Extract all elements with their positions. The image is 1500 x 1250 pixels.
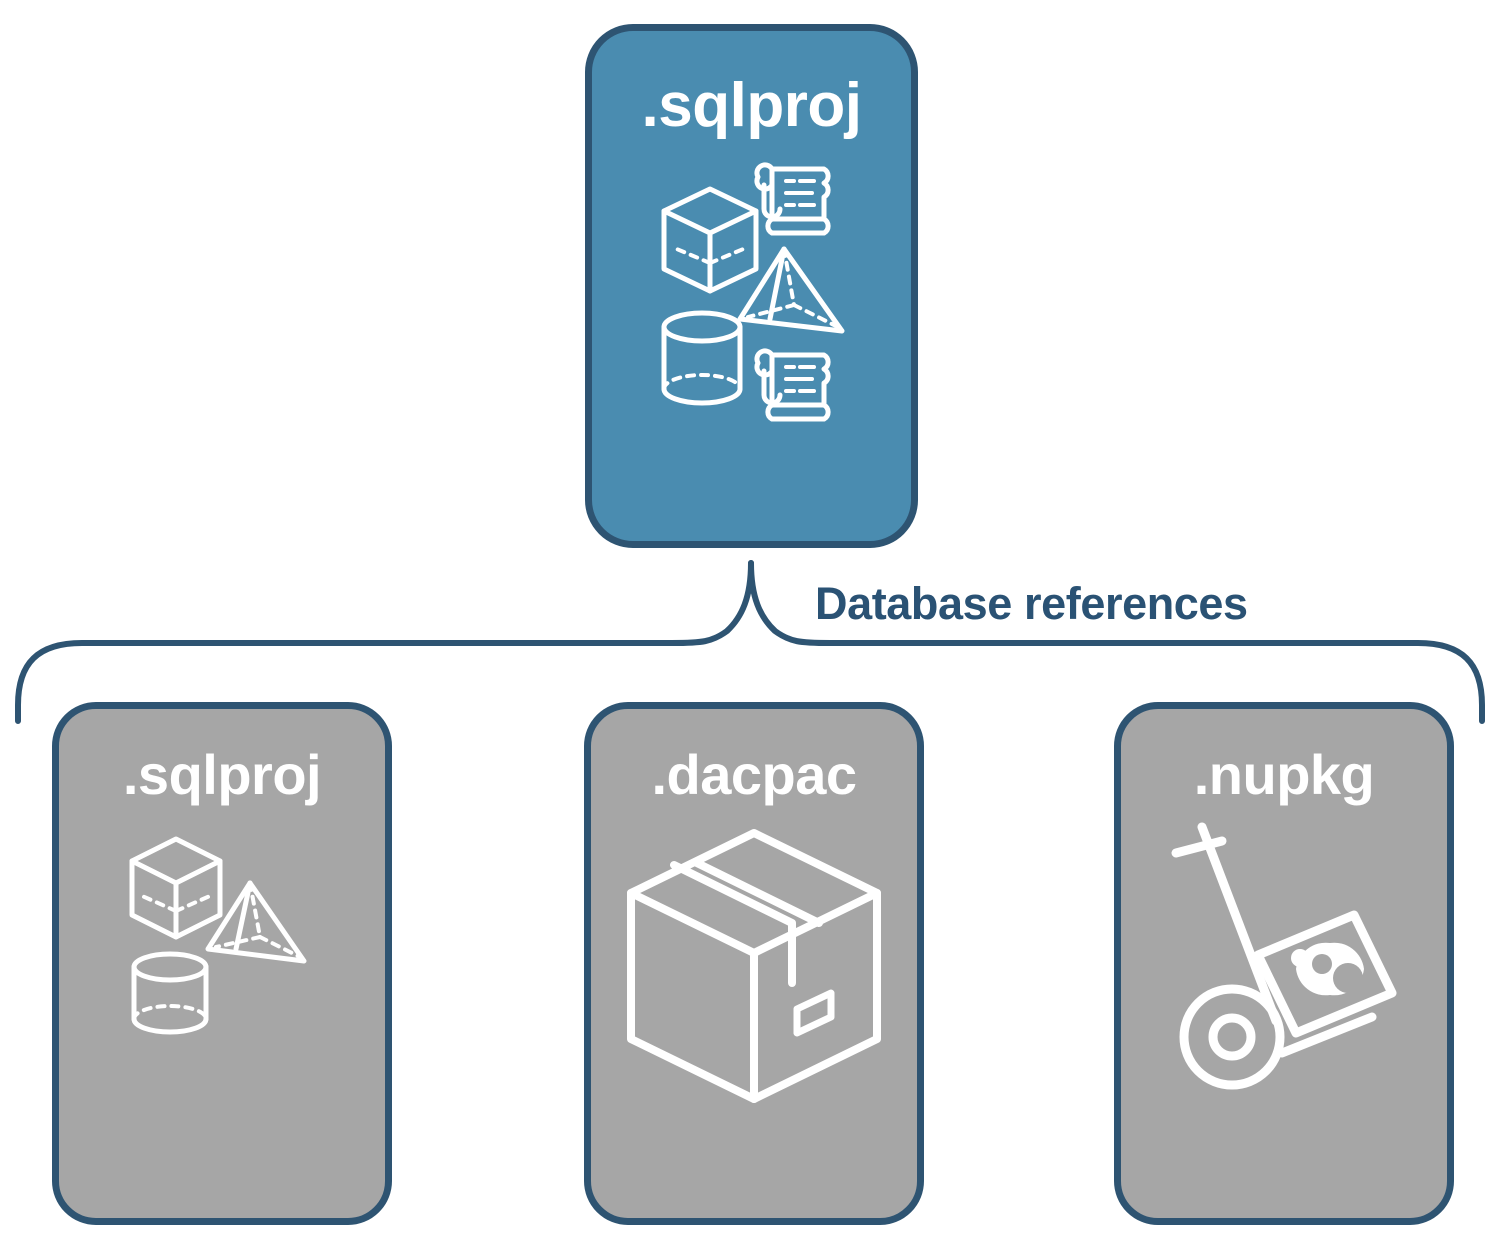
root-node-label: .sqlproj [641, 71, 862, 140]
connector-label: Database references [815, 578, 1248, 629]
cube-icon [129, 836, 223, 940]
reference-node-label: .nupkg [1193, 743, 1375, 806]
scroll-icon [753, 162, 831, 236]
cylinder-icon [661, 310, 742, 406]
root-node-artwork [642, 159, 862, 429]
reference-node-dacpac[interactable]: .dacpac [584, 702, 924, 1225]
reference-node-label: .dacpac [651, 743, 857, 806]
reference-node-label: .sqlproj [122, 743, 322, 806]
nuget-package-icon [1253, 910, 1397, 1038]
scroll-icon [753, 348, 831, 422]
reference-node-sqlproj[interactable]: .sqlproj [52, 702, 392, 1225]
hand-truck-icon [1171, 822, 1377, 1090]
reference-node-artwork [1154, 821, 1414, 1096]
reference-node-nupkg[interactable]: .nupkg [1114, 702, 1454, 1225]
reference-node-artwork [112, 821, 332, 1036]
pyramid-icon [737, 246, 844, 334]
package-box-icon [627, 829, 881, 1103]
root-node-sqlproj[interactable]: .sqlproj [585, 24, 918, 548]
reference-node-artwork [619, 821, 889, 1111]
pyramid-icon [205, 880, 307, 964]
cube-icon [661, 186, 758, 294]
cylinder-icon [131, 951, 209, 1035]
